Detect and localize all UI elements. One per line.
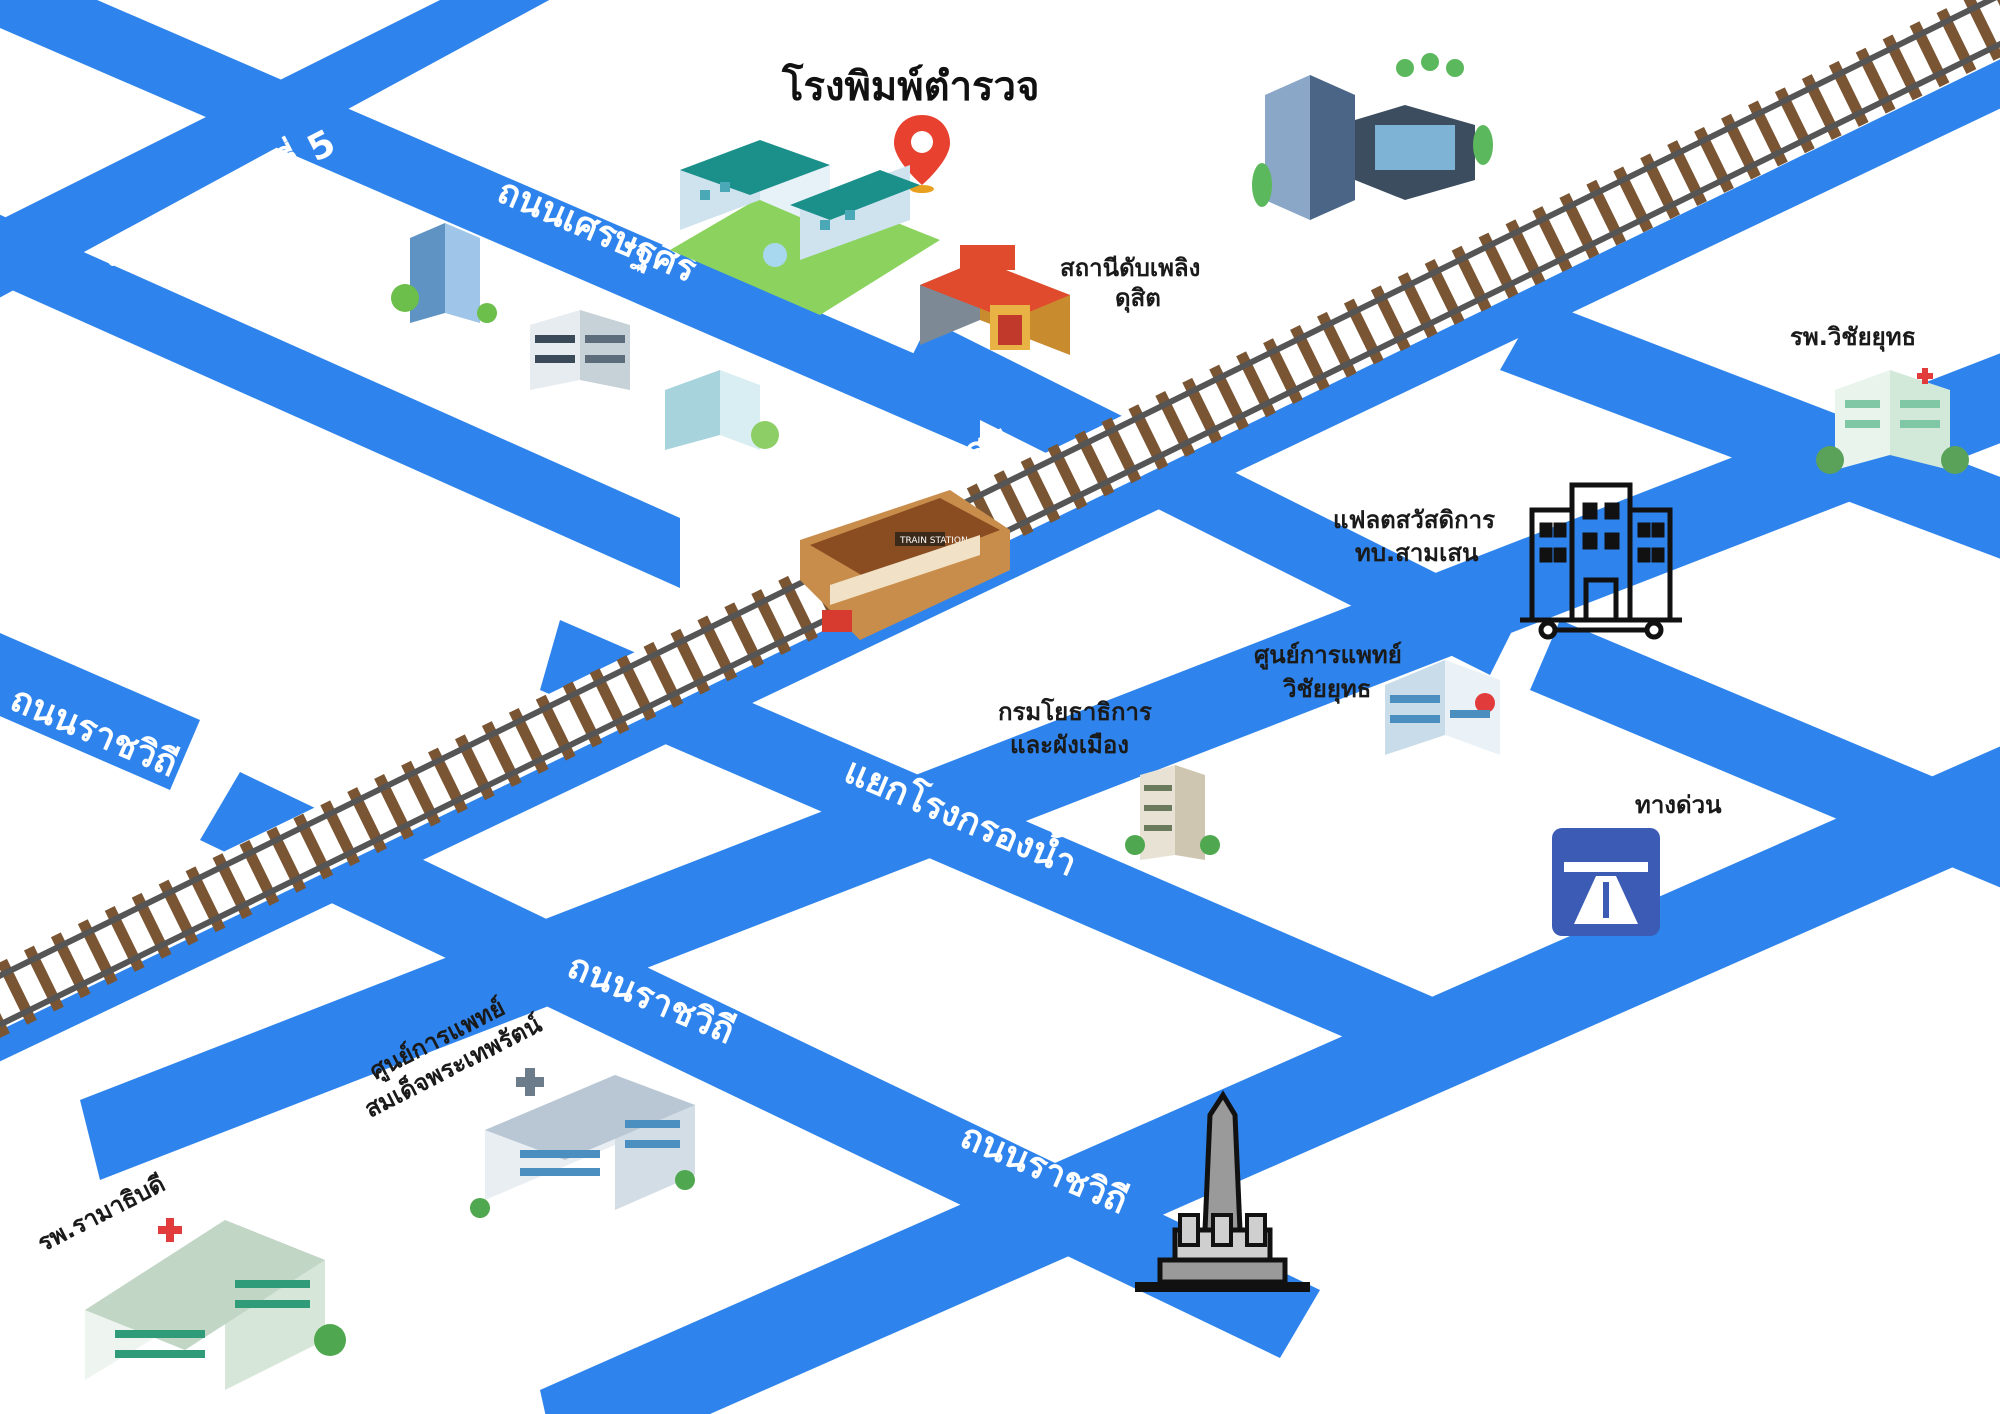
vichaiyut-hospital-label: รพ.วิชัยยุทธ	[1790, 323, 1916, 353]
office-building-icon[interactable]	[1125, 765, 1220, 860]
road-rama6-east[interactable]	[1500, 300, 2000, 570]
train-station-icon[interactable]: TRAIN STATION	[800, 490, 1010, 640]
road-rama6-cross[interactable]	[80, 330, 2000, 1180]
medical-center-icon[interactable]	[1385, 660, 1500, 755]
road-rongkrongnam[interactable]	[540, 620, 1440, 1070]
flat-label-2: ทบ.สามเสน	[1355, 539, 1479, 567]
fire-station-label-2: ดุสิต	[1115, 284, 1161, 314]
rail-line	[0, 0, 1998, 979]
public-works-label-1: กรมโยธาธิการ	[998, 697, 1152, 726]
hospital-building-icon[interactable]	[470, 1068, 695, 1218]
victory-monument-icon[interactable]	[1135, 1090, 1310, 1292]
apartment-tower-icon[interactable]	[1520, 482, 1682, 640]
page-title: โรงพิมพ์ตำรวจ	[781, 63, 1039, 110]
fire-station-label-1: สถานีดับเพลิง	[1060, 254, 1200, 282]
train-station-sign: TRAIN STATION	[899, 536, 968, 546]
public-works-label-2: และผังเมือง	[1010, 731, 1129, 759]
expressway-label: ทางด่วน	[1635, 791, 1722, 819]
rail-line	[0, 40, 2000, 1028]
medical-center-label-2: วิชัยยุทธ	[1282, 675, 1371, 705]
road-ratchawithi-west[interactable]	[0, 620, 200, 790]
road-rama5[interactable]	[0, 0, 660, 330]
medical-center-label-1: ศูนย์การแพทย์	[1254, 641, 1402, 670]
flat-label-1: แฟลตสวัสดิการ	[1333, 506, 1495, 534]
road-rama6[interactable]	[900, 320, 1520, 675]
printing-house-building-icon[interactable]	[670, 140, 940, 315]
expressway-sign-icon[interactable]	[1552, 828, 1660, 936]
office-building-icon[interactable]	[530, 310, 630, 390]
hospital-building-icon[interactable]	[1816, 368, 1969, 474]
railway	[0, 0, 2000, 1038]
hospital-building-icon[interactable]	[85, 1218, 346, 1390]
road-nakhonchaisri[interactable]	[0, 188, 680, 588]
fire-station-icon[interactable]	[920, 245, 1070, 355]
office-building-icon[interactable]	[391, 223, 497, 323]
office-building-icon[interactable]	[665, 370, 779, 450]
office-tower-icon[interactable]	[1252, 53, 1493, 220]
